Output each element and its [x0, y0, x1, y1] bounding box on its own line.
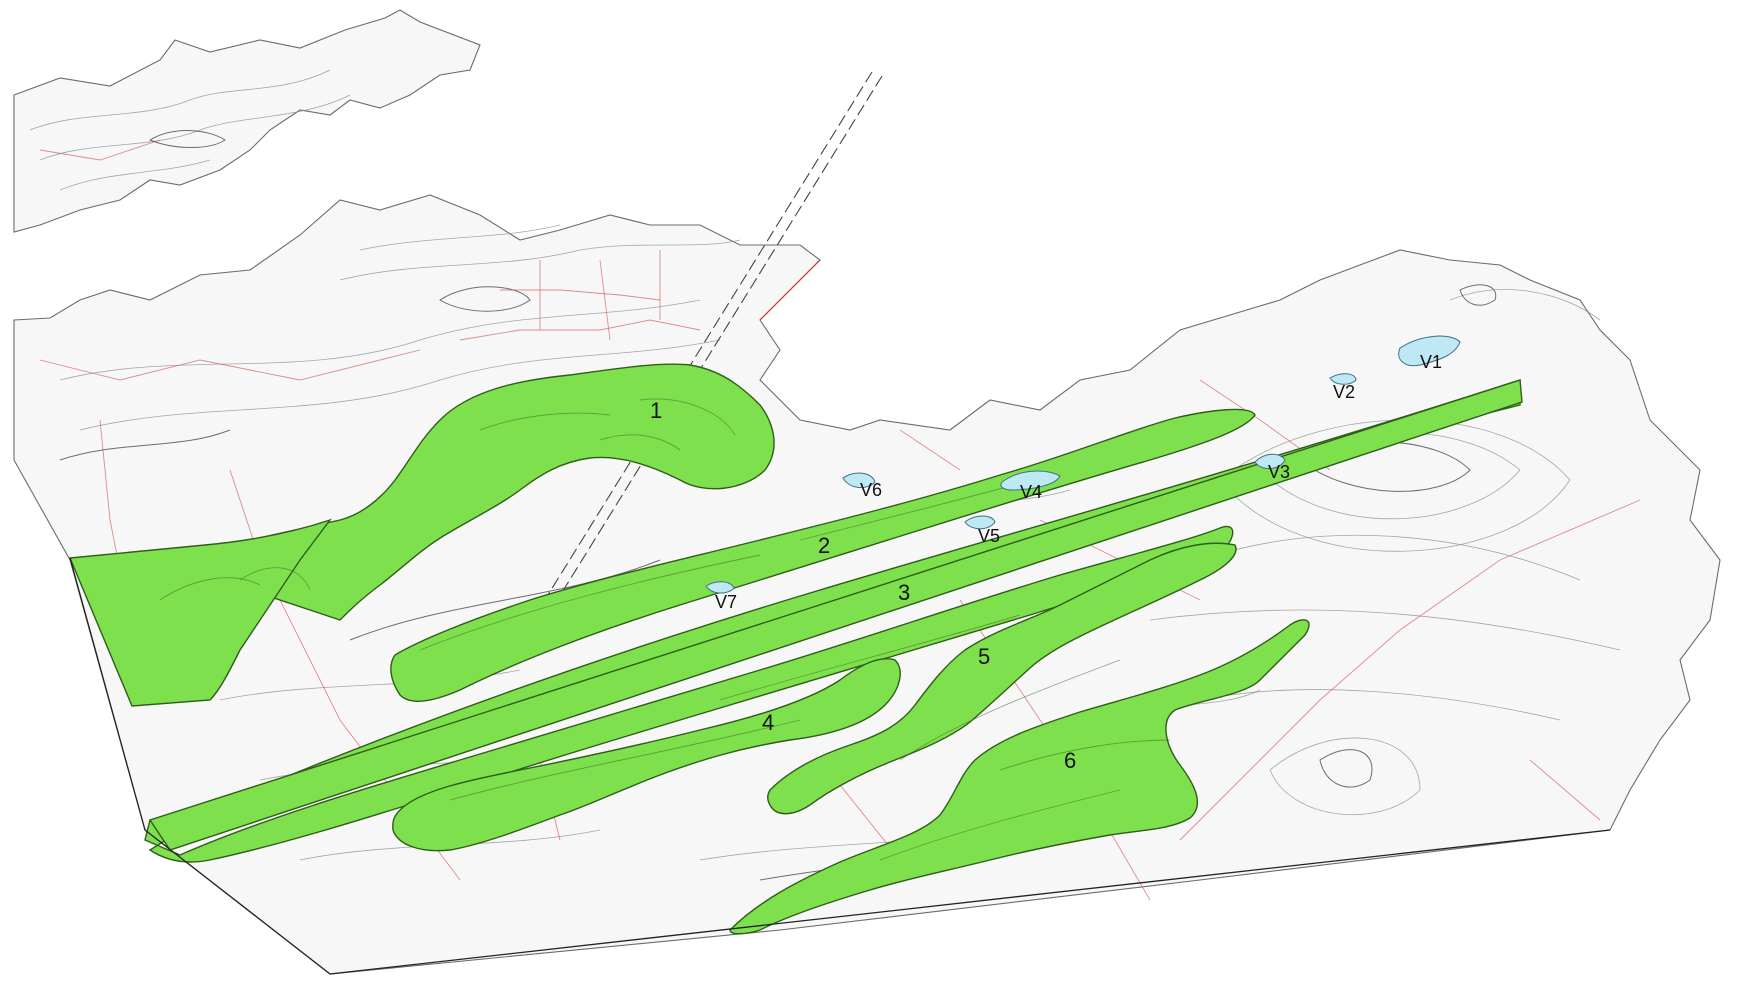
zone-3-strip-area: [148, 379, 1523, 851]
dashed-track: [519, 71, 883, 645]
zone-2-label: 2: [818, 533, 830, 558]
pond-v4-shape: [1000, 470, 1061, 491]
pond-v4-label: V4: [1020, 482, 1042, 502]
pond-v6-shape: [842, 472, 876, 488]
pond-v7-label: V7: [715, 592, 737, 612]
zone-6-label: 6: [1064, 748, 1076, 773]
map-boundary: [69, 557, 1611, 975]
ponds: [705, 335, 1461, 594]
zone-4-label: 4: [762, 710, 774, 735]
pond-v1-shape: [1398, 335, 1461, 367]
pond-v3-shape: [1254, 453, 1286, 469]
zone-5-label: 5: [978, 644, 990, 669]
zone-1-west-area: [68, 518, 332, 707]
zone-5-area: [767, 542, 1237, 815]
northern-island: [13, 9, 481, 233]
pond-labels: V1 V2 V3 V4 V5 V6 V7: [715, 352, 1442, 612]
pond-v2-label: V2: [1333, 382, 1355, 402]
zone-labels: 1 2 3 4 5 6: [650, 398, 1076, 773]
zone-1-area: [157, 363, 775, 621]
pond-v1-label: V1: [1420, 352, 1442, 372]
pond-v5-label: V5: [978, 526, 1000, 546]
pond-v2-shape: [1329, 373, 1357, 385]
zone-1-label: 1: [650, 398, 662, 423]
pond-v5-shape: [964, 515, 996, 530]
zone-3-label: 3: [898, 580, 910, 605]
pond-v6-label: V6: [860, 480, 882, 500]
zone-6-area: [729, 619, 1310, 935]
pond-v7-shape: [705, 581, 735, 594]
pond-v3-label: V3: [1268, 462, 1290, 482]
green-zones: [68, 363, 1523, 935]
